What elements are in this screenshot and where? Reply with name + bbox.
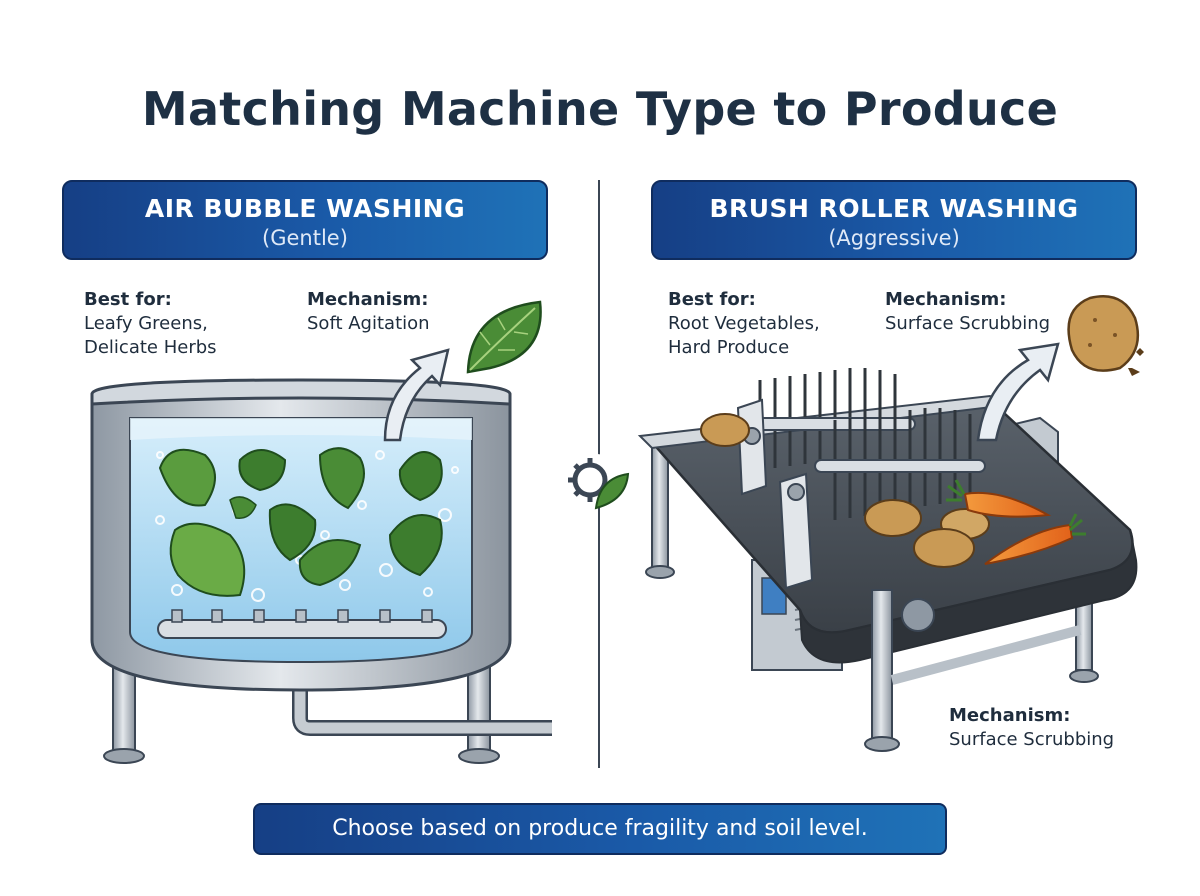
air-bubble-tank [90,300,552,764]
air-bubble-header: AIR BUBBLE WASHING (Gentle) [62,180,548,260]
potato-icon [1067,295,1144,376]
right-mechanism: Mechanism: Surface Scrubbing [885,288,1050,336]
conveyor-leg [871,589,893,741]
arrow-icon [976,342,1060,442]
right-mechanism-2: Mechanism: Surface Scrubbing [949,704,1114,752]
arrow-icon [383,348,450,442]
leaf-icon [466,300,542,374]
left-mechanism-value: Soft Agitation [307,313,430,334]
right-best-for-label: Best for: [668,289,756,310]
left-mechanism: Mechanism: Soft Agitation [307,288,430,336]
right-mechanism-label-2: Mechanism: [949,705,1071,726]
tank-foot [103,748,145,764]
brush-roller [814,408,986,520]
right-mechanism-label: Mechanism: [885,289,1007,310]
brush-roller-heading: BRUSH ROLLER WASHING [709,194,1079,223]
roller-bearing [787,483,805,501]
conveyor-foot [645,565,675,579]
right-best-for: Best for: Root Vegetables, Hard Produce [668,288,820,360]
roller-mount [778,472,814,590]
right-mechanism-value: Surface Scrubbing [885,313,1051,334]
aerator-nozzles [171,609,433,623]
conveyor-foot [864,736,900,752]
air-bubble-heading: AIR BUBBLE WASHING [144,194,466,223]
left-best-for-line-2: Delicate Herbs [84,337,217,358]
leafy-greens [158,447,443,597]
air-bubble-subheading: (Gentle) [262,226,348,250]
right-mechanism-value-2: Surface Scrubbing [949,729,1115,750]
brush-roller-subheading: (Aggressive) [828,226,960,250]
right-best-for-line-1: Root Vegetables, [668,313,820,334]
potatoes [700,413,990,568]
carrots [946,479,1086,565]
brush-roller-header: BRUSH ROLLER WASHING (Aggressive) [651,180,1137,260]
gear-leaf-icon [568,454,630,510]
drain-pipe [294,660,552,734]
brush-roller-machine [637,295,1144,752]
drive-gear [901,598,935,632]
conveyor-foot [1069,669,1099,683]
roller-mount [736,398,768,496]
cross-brace [890,625,1082,685]
left-best-for-label: Best for: [84,289,172,310]
left-best-for: Best for: Leafy Greens, Delicate Herbs [84,288,217,360]
footer-banner: Choose based on produce fragility and so… [253,803,947,855]
left-mechanism-label: Mechanism: [307,289,429,310]
tank-foot [458,748,500,764]
page-title: Matching Machine Type to Produce [141,82,1059,136]
right-best-for-line-2: Hard Produce [668,337,790,358]
left-best-for-line-1: Leafy Greens, [84,313,208,334]
